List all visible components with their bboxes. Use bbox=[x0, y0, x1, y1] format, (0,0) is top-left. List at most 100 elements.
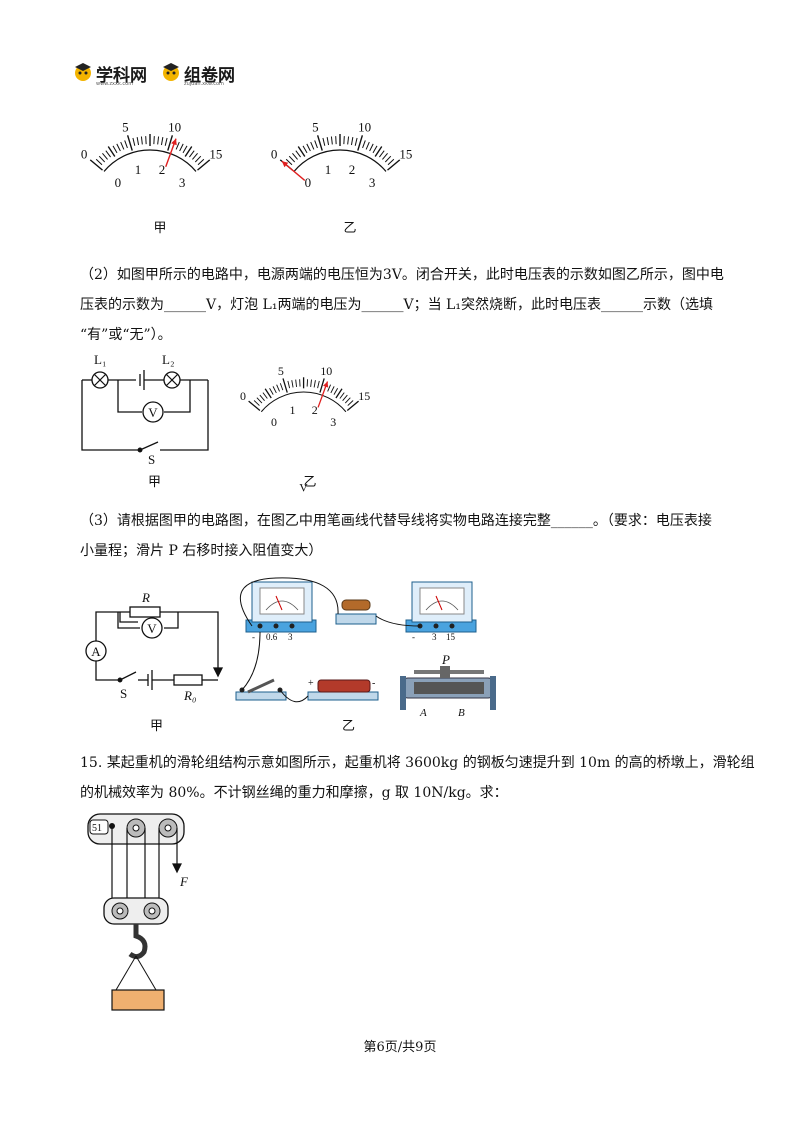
q3-line2: 小量程；滑片 P 右移时接入阻值变大） bbox=[80, 543, 323, 559]
dial-yi-tick bbox=[387, 158, 395, 166]
header-logos: 学科网 www.zxxk.com 组卷网 zujuan.xkw.com bbox=[72, 58, 252, 90]
rheostat-r0-label: R₀ bbox=[183, 688, 196, 703]
dial-yi-upper-label: 0 bbox=[271, 147, 278, 162]
dial-jia-lower-label: 3 bbox=[179, 175, 186, 190]
dial-yi-tick bbox=[295, 150, 301, 158]
q2-dial-tick bbox=[310, 379, 312, 387]
dial-jia-tick bbox=[197, 158, 205, 166]
dial-jia-tick bbox=[189, 150, 195, 158]
dial-jia-tick bbox=[105, 150, 111, 158]
xueke-logo-icon bbox=[75, 63, 91, 81]
dial-jia-tick bbox=[116, 143, 121, 152]
logo-zujuan-url: zujuan.xkw.com bbox=[184, 81, 224, 87]
q2-dial-lower-label: 2 bbox=[312, 403, 318, 417]
q2-dial-lower-label: 3 bbox=[330, 415, 336, 429]
q2-dial-tick bbox=[344, 397, 351, 404]
q2-dial-tick bbox=[319, 378, 325, 393]
dial-yi-tick bbox=[350, 137, 354, 146]
dial-yi-tick bbox=[372, 145, 378, 154]
resistor-r-label: R bbox=[141, 590, 150, 605]
dial-jia-upper-label: 15 bbox=[209, 147, 222, 162]
hook-icon bbox=[128, 924, 148, 960]
dial-jia-tick bbox=[102, 152, 108, 160]
q2-dial-tick bbox=[272, 386, 277, 394]
voltmeter-terminal-3: 3 bbox=[432, 632, 437, 642]
q2-dial-tick bbox=[253, 400, 260, 406]
q2-dial-tick bbox=[287, 380, 291, 389]
logo-zujuan-text: 组卷网 bbox=[184, 66, 235, 86]
voltmeter-symbol: V bbox=[142, 401, 164, 423]
physical-rheostat: P A B bbox=[400, 652, 496, 719]
logo-xueke-url: www.zxxk.com bbox=[96, 81, 134, 87]
pulley-figure: 51 F bbox=[87, 813, 189, 1011]
dial-yi-lower-label: 3 bbox=[369, 175, 376, 190]
dial-yi-upper-label: 5 bbox=[312, 120, 319, 135]
q2-dial-lower-label: 0 bbox=[271, 415, 277, 429]
ammeter-terminal-neg: - bbox=[252, 632, 255, 642]
physical-ammeter: - 0.6 3 bbox=[245, 581, 317, 642]
q2-dial-tick bbox=[347, 400, 354, 406]
dial-yi-tick bbox=[362, 140, 366, 149]
q3-schematic bbox=[95, 611, 224, 681]
dial-yi-pointer-head bbox=[281, 161, 289, 168]
dial-jia-tick bbox=[157, 136, 160, 145]
q2-dial-tick bbox=[295, 379, 298, 387]
physical-resistor bbox=[335, 599, 377, 625]
dial-yi-tick bbox=[379, 150, 385, 158]
dial-jia-tick bbox=[136, 137, 140, 146]
dial-yi-lower-label: 1 bbox=[325, 162, 332, 177]
q2-dial-tick bbox=[269, 388, 274, 395]
dial-yi-tick bbox=[285, 158, 293, 166]
q3-line1: （3）请根据图甲的电路图，在图乙中用笔画线代替导线将实物电路连接完整______… bbox=[80, 513, 712, 529]
dial-jia-tick bbox=[167, 135, 174, 151]
dial-yi-tick bbox=[297, 146, 306, 157]
dial-yi-tick bbox=[382, 152, 388, 160]
dial-jia-tick bbox=[194, 155, 202, 163]
zujuan-logo-icon bbox=[163, 63, 179, 81]
lamp-l1-label: L₁ bbox=[94, 352, 106, 367]
caption-jia: 甲 bbox=[153, 220, 166, 235]
rheostat-r0 bbox=[173, 674, 203, 686]
q2-dial-upper-label: 0 bbox=[240, 389, 246, 403]
dial-yi-tick bbox=[365, 141, 370, 150]
physical-voltmeter: - 3 15 bbox=[405, 581, 477, 642]
q2-circuit-diagram bbox=[81, 370, 209, 451]
dial-yi-tick bbox=[369, 143, 374, 152]
end-b-label: B bbox=[458, 707, 465, 719]
dial-jia-tick bbox=[175, 141, 180, 150]
q2-dial-tick bbox=[282, 378, 288, 393]
dial-yi-tick bbox=[316, 135, 323, 151]
ammeter-terminal-3: 3 bbox=[288, 632, 293, 642]
q2-line2: 压表的示数为______V，灯泡 L₁两端的电压为______V；当 L₁突然烧… bbox=[80, 297, 713, 313]
q2-meter-label: V bbox=[148, 405, 158, 420]
pulley-ropes bbox=[111, 828, 182, 906]
dial-yi-upper-label: 15 bbox=[399, 147, 412, 162]
dial-jia-tick bbox=[112, 145, 118, 154]
dial-jia-upper-label: 5 bbox=[122, 120, 129, 135]
lamp-l2-label: L₂ bbox=[162, 352, 174, 367]
q3-ammeter-label: A bbox=[91, 644, 101, 659]
steel-plate-load bbox=[111, 989, 165, 1011]
dial-yi-upper-label: 10 bbox=[358, 120, 371, 135]
voltmeter-terminal-neg: - bbox=[412, 632, 415, 642]
dial-jia-tick bbox=[160, 137, 164, 146]
q2-dial-tick bbox=[342, 394, 348, 401]
switch-s-label: S bbox=[148, 452, 155, 467]
dial-jia-tick bbox=[197, 159, 211, 171]
dial-yi-tick bbox=[322, 137, 326, 146]
dial-yi-tick bbox=[330, 136, 333, 145]
resistor-r bbox=[129, 606, 161, 618]
q3-caption-jia: 甲 bbox=[150, 718, 163, 733]
physical-switch bbox=[235, 678, 287, 701]
dial-yi-tick bbox=[314, 140, 318, 149]
q2-dial-arc bbox=[260, 391, 347, 413]
q2-dial-tick bbox=[333, 388, 339, 395]
q2-dial-tick bbox=[339, 392, 345, 399]
dial-jia-arc bbox=[103, 149, 197, 172]
page-number: 第6页/共9页 bbox=[363, 1040, 437, 1055]
q2-dial-upper-label: 15 bbox=[358, 389, 370, 403]
dial-jia-tick bbox=[184, 146, 193, 157]
